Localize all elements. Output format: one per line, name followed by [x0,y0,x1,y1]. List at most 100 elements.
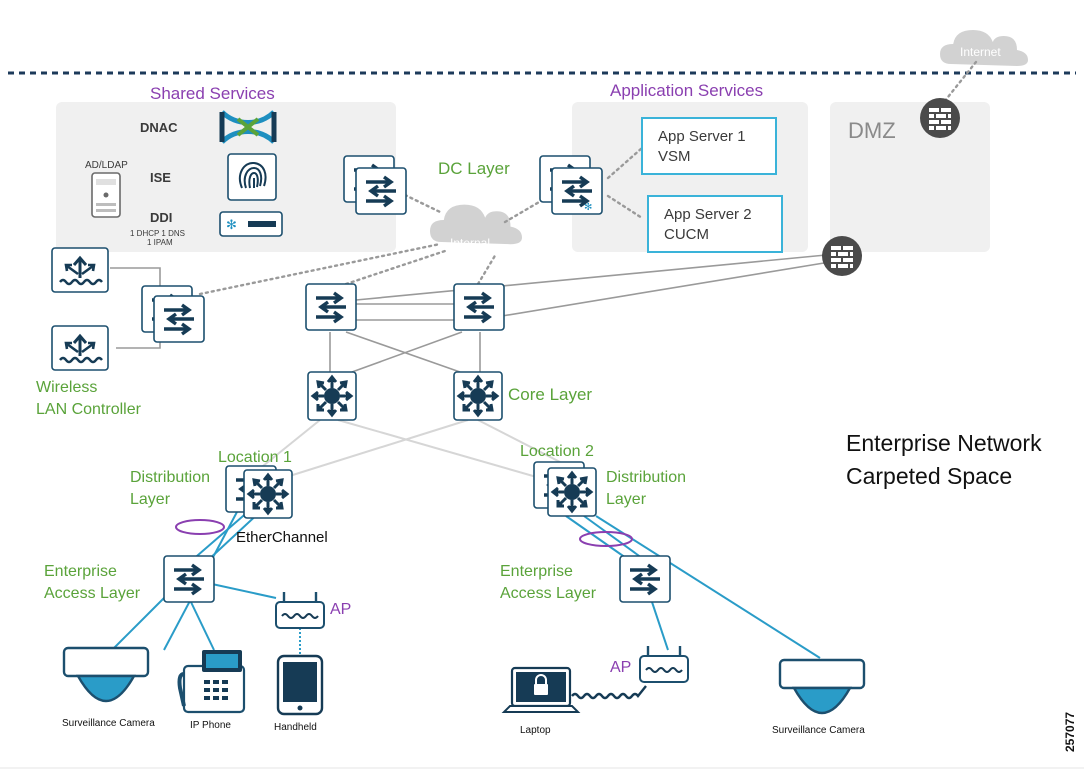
ddi-label: DDI [150,210,172,225]
app-server-1-title: App Server 1 [658,128,746,145]
link-core2-dist1 [263,419,469,485]
aggregation-switch-1-icon [304,282,358,332]
core-router-2-icon [452,370,504,422]
link-sw2-core1 [351,331,463,373]
link-core1-dist2 [337,419,541,479]
shared-services-label: Shared Services [150,84,275,103]
svg-text:✻: ✻ [584,202,592,213]
app-server-1-sub: VSM [658,148,691,165]
link-internal-sw2 [476,252,498,286]
ad-ldap-label: AD/LDAP [85,160,128,171]
firewall-dmz-icon [822,236,862,276]
app-server-1-box [641,117,777,175]
access-1-line1: Enterprise [44,563,117,580]
firewall-internet-icon [920,98,960,138]
figure-id: 257077 [1063,712,1077,752]
wlc-label-line1: Wireless [36,379,97,396]
distribution-2-line1: Distribution [606,469,686,486]
application-services-label: Application Services [610,81,763,100]
link-internal-appsw [503,196,548,224]
link-access1-ap [211,583,277,599]
surveillance-camera-1-icon [62,646,150,703]
location-1-label: Location 1 [218,449,292,466]
distribution-2-core-icon [546,466,598,518]
wireless-link-laptop-ap [571,685,647,700]
title-line2: Carpeted Space [846,463,1012,489]
link-internal-wlcsw [198,242,442,296]
link-wlc1-sw [110,267,161,292]
ise-label: ISE [150,170,171,185]
link-app-server1 [606,146,644,180]
core-router-1-icon [306,370,358,422]
handheld-label: Handheld [274,722,317,733]
distribution-1-core-icon [242,468,294,520]
fingerprint-icon [227,153,277,201]
access-1-switch-icon [162,554,216,604]
ip-phone-icon [177,650,246,714]
access-2-line2: Access Layer [500,585,597,602]
ap-1-label: AP [330,601,351,618]
link-access1-phone [189,599,215,651]
dnac-icon [219,110,277,144]
link-sw2-fw [501,261,831,317]
link-internal-sw1 [344,248,450,286]
wlc-switch-icon [152,294,206,344]
core-layer-label: Core Layer [508,385,592,404]
link-access1-camera [111,595,167,651]
link-app-server2 [606,194,644,220]
access-point-1-icon [274,590,326,630]
link-sw1-sw2 [356,303,456,321]
laptop-icon [501,666,581,713]
app-server-2-box [647,195,783,253]
link-dist2-access2a [565,515,627,559]
link-dist1-access1b [189,509,251,563]
distribution-2-line2: Layer [606,491,647,508]
link-dist2-camera2 [595,515,821,659]
wlc-1-icon [50,246,110,294]
camera-2-label: Surveillance Camera [772,725,865,736]
link-internet-fw [942,60,978,104]
link-core1-dist1 [257,419,321,471]
access-1-line2: Access Layer [44,585,141,602]
ip-phone-label: IP Phone [190,720,231,731]
link-access2-ap2 [651,601,669,651]
svg-text:✻: ✻ [226,217,237,232]
ddi-sub2-label: 1 IPAM [147,238,173,247]
ddi-sub1-label: 1 DHCP 1 DNS [130,229,185,238]
app-server-2-title: App Server 2 [664,206,752,223]
surveillance-camera-2-icon [778,658,866,715]
ap-2-label: AP [610,659,631,676]
access-point-2-icon [638,644,690,684]
app-server-2-sub: CUCM [664,226,709,243]
dc-switch-icon [354,166,408,216]
link-dc-internal [403,193,442,214]
internal-label: Internal [450,236,490,250]
access-2-switch-icon [618,554,672,604]
server-icon [91,172,121,218]
wlc-label-line2: LAN Controller [36,401,142,418]
dmz-label: DMZ [848,118,896,143]
link-core2-dist2 [477,419,561,463]
wlc-2-icon [50,324,110,372]
etherchannel-1-icon [175,519,225,535]
link-sw1-core2 [345,331,461,373]
access-2-line1: Enterprise [500,563,573,580]
app-switch-icon: ✻ [550,166,604,216]
handheld-icon [276,654,324,716]
link-dist2-access2b [583,515,643,559]
shared-services-zone [56,102,396,252]
distribution-1-line2: Layer [130,491,171,508]
internet-label: Internet [960,45,1001,59]
etherchannel-2-icon [579,531,633,547]
dc-layer-label: DC Layer [438,159,510,178]
title-line1: Enterprise Network [846,430,1042,456]
aggregation-switch-2-icon [452,282,506,332]
etherchannel-label: EtherChannel [236,529,328,546]
laptop-label: Laptop [520,725,551,736]
location-2-label: Location 2 [520,443,594,460]
ddi-icon: ✻ [219,211,283,237]
distribution-1-line1: Distribution [130,469,210,486]
camera-1-label: Surveillance Camera [62,718,155,729]
dmz-zone [830,102,990,252]
